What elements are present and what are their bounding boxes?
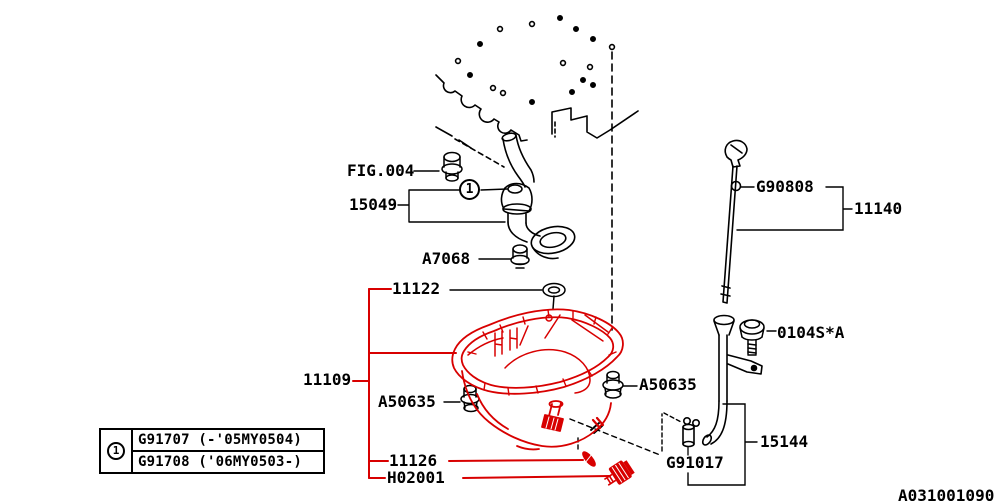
oring-icon [507, 184, 523, 194]
fig004-bolt-icon [441, 151, 463, 182]
oil-pan-art [451, 308, 624, 451]
drain-plug-icon [603, 460, 635, 486]
part-label-15144: 15144 [760, 432, 809, 451]
part-label-g90808: G90808 [756, 177, 814, 196]
part-label-a7068: A7068 [422, 249, 471, 268]
figure-code: A031001090 [898, 486, 995, 501]
oil-strainer-art [500, 132, 576, 260]
part-label-g91017: G91017 [666, 453, 724, 472]
legend-marker-cell: 1 [101, 430, 133, 472]
black-leader-lines [397, 170, 853, 486]
pan-drain-fitting-icon [541, 400, 564, 432]
legend-table: 1 G91707 (-'05MY0504) G91708 ('06MY0503-… [99, 428, 325, 474]
dipstick-clip-icon [730, 180, 742, 192]
legend-row-g91707: G91707 (-'05MY0504) [133, 430, 323, 452]
a7068-bolt-icon [510, 244, 530, 269]
part-label-fig004: FIG.004 [347, 161, 415, 180]
callout-marker-1-icon: 1 [459, 179, 480, 200]
part-label-15049: 15049 [349, 195, 398, 214]
legend-marker-1-icon: 1 [107, 442, 125, 460]
part-label-0104s-a: 0104S*A [777, 323, 845, 342]
dipstick-tube-art [682, 314, 763, 456]
part-label-a50635-right: A50635 [639, 375, 697, 394]
tube-seal-icon [682, 416, 700, 456]
part-label-11122: 11122 [392, 279, 441, 298]
0104s-bolt-icon [739, 319, 765, 356]
a50635-right-bolt-icon [602, 370, 624, 399]
drain-gasket-icon [582, 451, 596, 467]
part-label-11109: 11109 [303, 370, 352, 389]
fastener-art [441, 151, 765, 413]
part-label-11140: 11140 [854, 199, 903, 218]
engine-block-art [435, 15, 639, 331]
a50635-left-bolt-icon [460, 384, 480, 413]
part-label-11126: 11126 [389, 451, 438, 470]
red-leader-lines [352, 288, 611, 479]
block-bolt-holes [454, 15, 616, 106]
part-label-a50635-left: A50635 [378, 392, 436, 411]
grommet-icon [542, 282, 566, 310]
drain-parts-art [582, 451, 635, 486]
part-label-h02001: H02001 [387, 468, 445, 487]
legend-row-g91708: G91708 ('06MY0503-) [138, 454, 302, 470]
dipstick-art [720, 139, 748, 304]
